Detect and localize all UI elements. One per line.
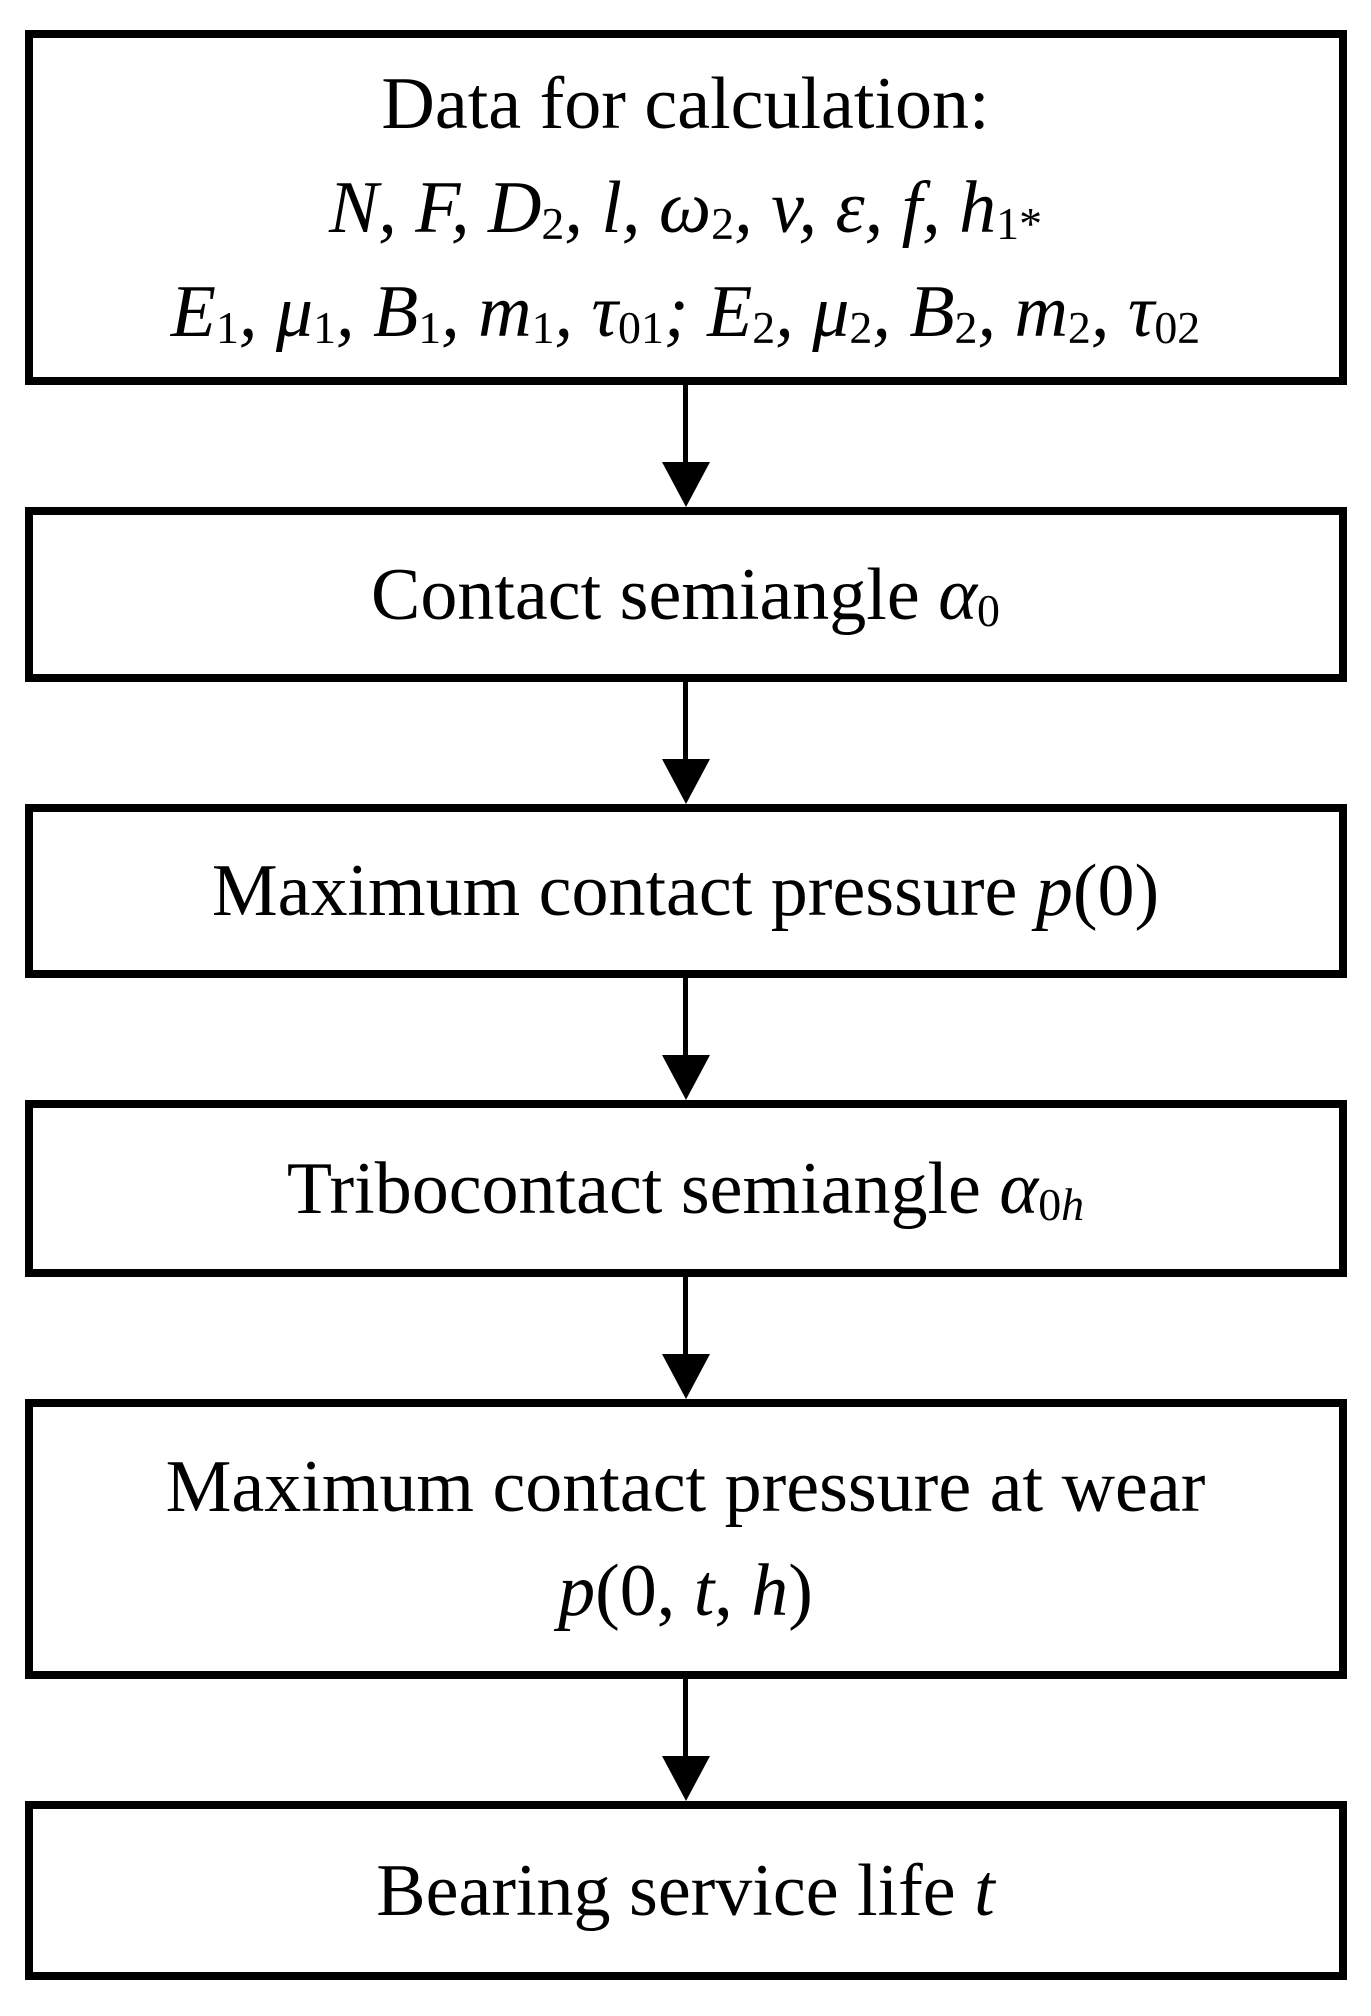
arrow-stem (683, 1679, 688, 1756)
box-data-for-calculation: Data for calculation: N, F, D2, l, ω2, v,… (24, 30, 1347, 385)
box-maximum-contact-pressure-at-wear: Maximum contact pressure at wear p(0, t, … (24, 1399, 1347, 1679)
box-tribocontact-semiangle: Tribocontact semiangle α0h (24, 1100, 1347, 1277)
arrow-down-icon (661, 1354, 710, 1399)
box-bearing-service-life: Bearing service life t (24, 1801, 1347, 1980)
arrow-stem (683, 1277, 688, 1354)
box-text-line: Maximum contact pressure at wear (165, 1446, 1206, 1528)
flow-arrow-5 (661, 1679, 710, 1801)
box-text-line: N, F, D2, l, ω2, v, ε, f, h1* (328, 166, 1043, 249)
arrow-down-icon (661, 462, 710, 507)
arrow-down-icon (661, 1055, 710, 1100)
arrow-down-icon (661, 759, 710, 804)
flow-arrow-1 (661, 385, 710, 507)
flow-arrow-2 (661, 682, 710, 804)
box-maximum-contact-pressure: Maximum contact pressure p(0) (24, 804, 1347, 978)
arrow-stem (683, 978, 688, 1055)
box-text-line: Bearing service life t (376, 1849, 995, 1932)
box-text-line: Data for calculation: (381, 62, 990, 145)
box-text-line: E1, μ1, B1, m1, τ01; E2, μ2, B2, m2, τ02 (170, 270, 1201, 353)
arrow-stem (683, 385, 688, 462)
box-text-line: Tribocontact semiangle α0h (286, 1147, 1085, 1230)
box-text-line: p(0, t, h) (558, 1550, 813, 1632)
box-text-line: Contact semiangle α0 (371, 553, 1000, 636)
flow-arrow-3 (661, 978, 710, 1100)
arrow-down-icon (661, 1756, 710, 1801)
flow-arrow-4 (661, 1277, 710, 1399)
box-text-line: Maximum contact pressure p(0) (211, 850, 1160, 932)
arrow-stem (683, 682, 688, 759)
box-contact-semiangle: Contact semiangle α0 (24, 507, 1347, 682)
